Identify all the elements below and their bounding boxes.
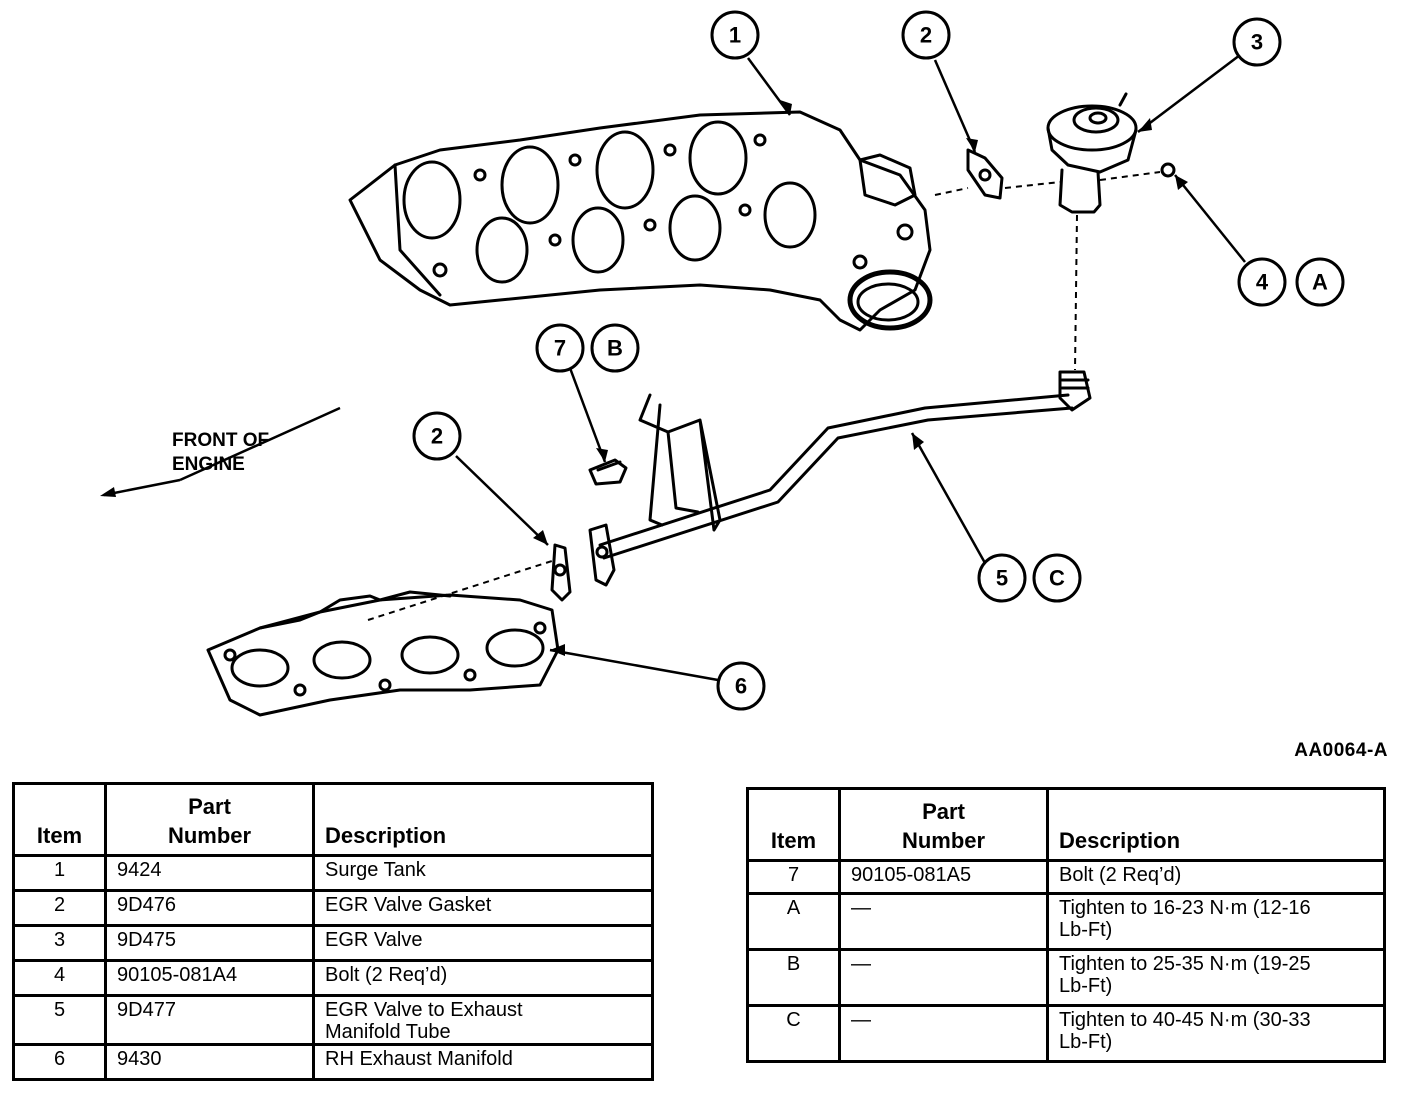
callout-5: 5 <box>996 566 1008 591</box>
callout-c: C <box>1049 566 1065 591</box>
row-description-line2: Manifold Tube <box>325 1021 451 1043</box>
front-of-engine-label-line1: FRONT OF <box>172 430 269 451</box>
surge-tank-illustration <box>348 110 933 332</box>
row-part-number: 9D476 <box>104 889 315 927</box>
row-description-line2: Lb-Ft) <box>1059 1031 1113 1053</box>
table-row: 3 9D475 EGR Valve <box>12 924 654 962</box>
egr-tube-illustration <box>550 370 1092 602</box>
table-row: 4 90105-081A4 Bolt (2 Req’d) <box>12 959 654 997</box>
callout-7: 7 <box>554 336 566 361</box>
row-description: EGR Valve Gasket <box>312 889 654 927</box>
exhaust-manifold-illustration <box>206 590 560 717</box>
row-item: A <box>746 892 841 951</box>
row-description-line1: Tighten to 16-23 N·m (12-16 <box>1059 897 1311 919</box>
header-description: Description <box>1046 787 1386 862</box>
header-item: Item <box>12 782 107 857</box>
egr-valve-illustration <box>1046 92 1176 214</box>
row-description: EGR Valve <box>312 924 654 962</box>
callout-2-bottom: 2 <box>431 424 443 449</box>
row-description: Bolt (2 Req’d) <box>1046 859 1386 895</box>
egr-valve-gasket-top-illustration <box>966 148 1004 200</box>
row-item: 2 <box>12 889 107 927</box>
table-row: 7 90105-081A5 Bolt (2 Req’d) <box>746 859 1386 895</box>
row-description-line2: Lb-Ft) <box>1059 919 1113 941</box>
callout-b: B <box>607 336 623 361</box>
figure-code: AA0064-A <box>1294 740 1388 761</box>
row-item: 7 <box>746 859 841 895</box>
callout-4: 4 <box>1256 270 1269 295</box>
row-item: 4 <box>12 959 107 997</box>
row-item: 6 <box>12 1043 107 1081</box>
callout-3: 3 <box>1251 30 1263 55</box>
row-item: 5 <box>12 994 107 1046</box>
row-part-number: 9430 <box>104 1043 315 1081</box>
row-part-number: 9D477 <box>104 994 315 1046</box>
header-part-line2: Number <box>167 823 252 848</box>
row-description-line2: Lb-Ft) <box>1059 975 1113 997</box>
row-item: B <box>746 948 841 1007</box>
row-description-line1: Tighten to 40-45 N·m (30-33 <box>1059 1009 1311 1031</box>
table-row: 2 9D476 EGR Valve Gasket <box>12 889 654 927</box>
header-item: Item <box>746 787 841 862</box>
table-row: 6 9430 RH Exhaust Manifold <box>12 1043 654 1081</box>
row-description-line1: EGR Valve to Exhaust <box>325 999 523 1021</box>
row-item: 1 <box>12 854 107 892</box>
row-item: 3 <box>12 924 107 962</box>
header-part-line1: Part <box>922 799 965 824</box>
callout-2-top: 2 <box>920 23 932 48</box>
row-part-number: 90105-081A5 <box>838 859 1049 895</box>
callout-6: 6 <box>735 674 747 699</box>
row-part-number: 9D475 <box>104 924 315 962</box>
row-item: C <box>746 1004 841 1063</box>
table-row: 1 9424 Surge Tank <box>12 854 654 892</box>
header-description: Description <box>312 782 654 857</box>
egr-assembly-diagram: 1 2 3 4 A 7 B 2 5 C 6 FRONT OF ENGINE <box>100 10 1345 717</box>
callout-a: A <box>1312 270 1328 295</box>
callout-1: 1 <box>729 23 741 48</box>
row-description: Surge Tank <box>312 854 654 892</box>
front-of-engine-label-line2: ENGINE <box>172 454 245 475</box>
header-part-line1: Part <box>188 794 231 819</box>
row-part-number: — <box>838 1004 1049 1063</box>
row-description: Bolt (2 Req’d) <box>312 959 654 997</box>
row-part-number: 9424 <box>104 854 315 892</box>
row-part-number: 90105-081A4 <box>104 959 315 997</box>
row-part-number: — <box>838 892 1049 951</box>
row-description-line1: Tighten to 25-35 N·m (19-25 <box>1059 953 1311 975</box>
row-description: RH Exhaust Manifold <box>312 1043 654 1081</box>
header-part-line2: Number <box>901 828 986 853</box>
row-part-number: — <box>838 948 1049 1007</box>
